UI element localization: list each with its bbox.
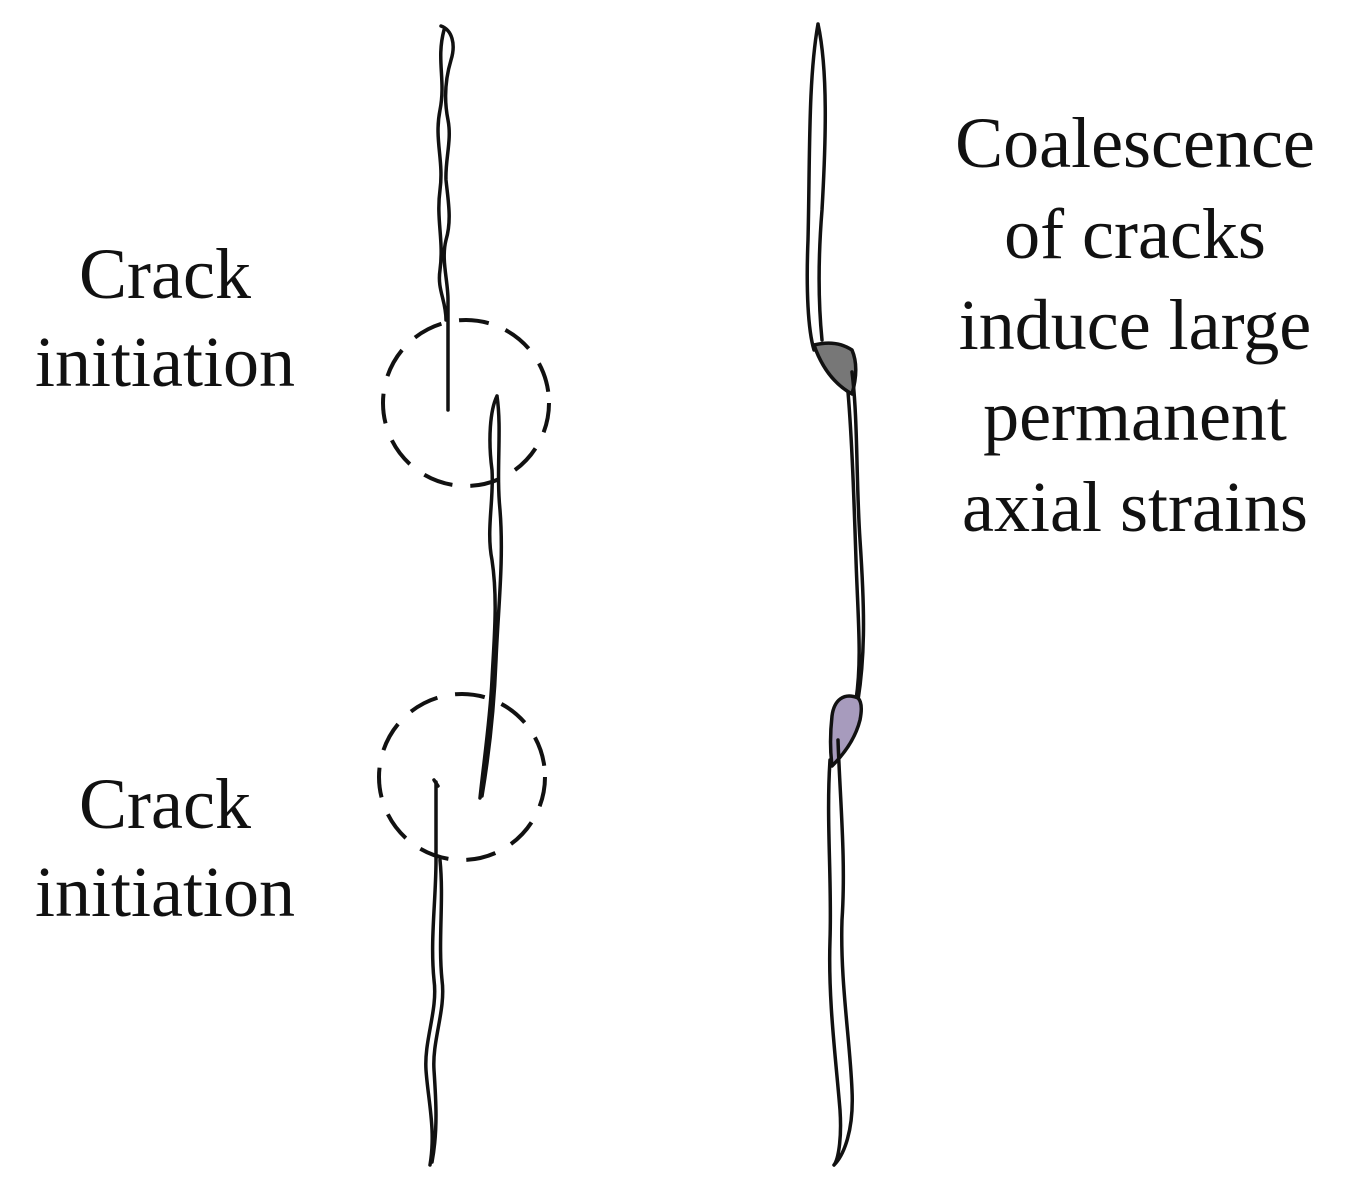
coalescence-label: Coalescence of cracks induce large perma… xyxy=(930,98,1340,553)
label-line: initiation xyxy=(35,322,295,402)
lower-initiation-circle xyxy=(377,692,547,862)
lower-coalescence-pocket xyxy=(828,694,864,768)
label-line: of cracks xyxy=(1004,194,1266,274)
right-lower-crack xyxy=(826,738,855,1167)
crack-initiation-label-top: Crack initiation xyxy=(20,230,310,406)
crack-initiation-label-bottom: Crack initiation xyxy=(20,760,310,936)
upper-coalescence-pocket xyxy=(812,341,858,396)
label-line: Coalescence xyxy=(955,103,1315,183)
label-line: axial strains xyxy=(962,467,1308,547)
label-line: initiation xyxy=(35,852,295,932)
right-upper-crack xyxy=(805,22,828,352)
left-specimen xyxy=(424,24,504,1167)
label-line: permanent xyxy=(983,376,1287,456)
lower-crack xyxy=(424,780,445,1167)
upper-crack xyxy=(436,24,455,412)
label-line: Crack xyxy=(79,764,251,844)
right-specimen xyxy=(805,22,866,1167)
label-line: induce large xyxy=(958,285,1312,365)
lower-crack-tip xyxy=(432,778,440,788)
label-line: Crack xyxy=(79,234,251,314)
bridging-crack xyxy=(846,370,866,702)
middle-crack xyxy=(478,394,504,800)
upper-initiation-circle xyxy=(381,318,551,488)
initiation-circles xyxy=(377,318,551,862)
